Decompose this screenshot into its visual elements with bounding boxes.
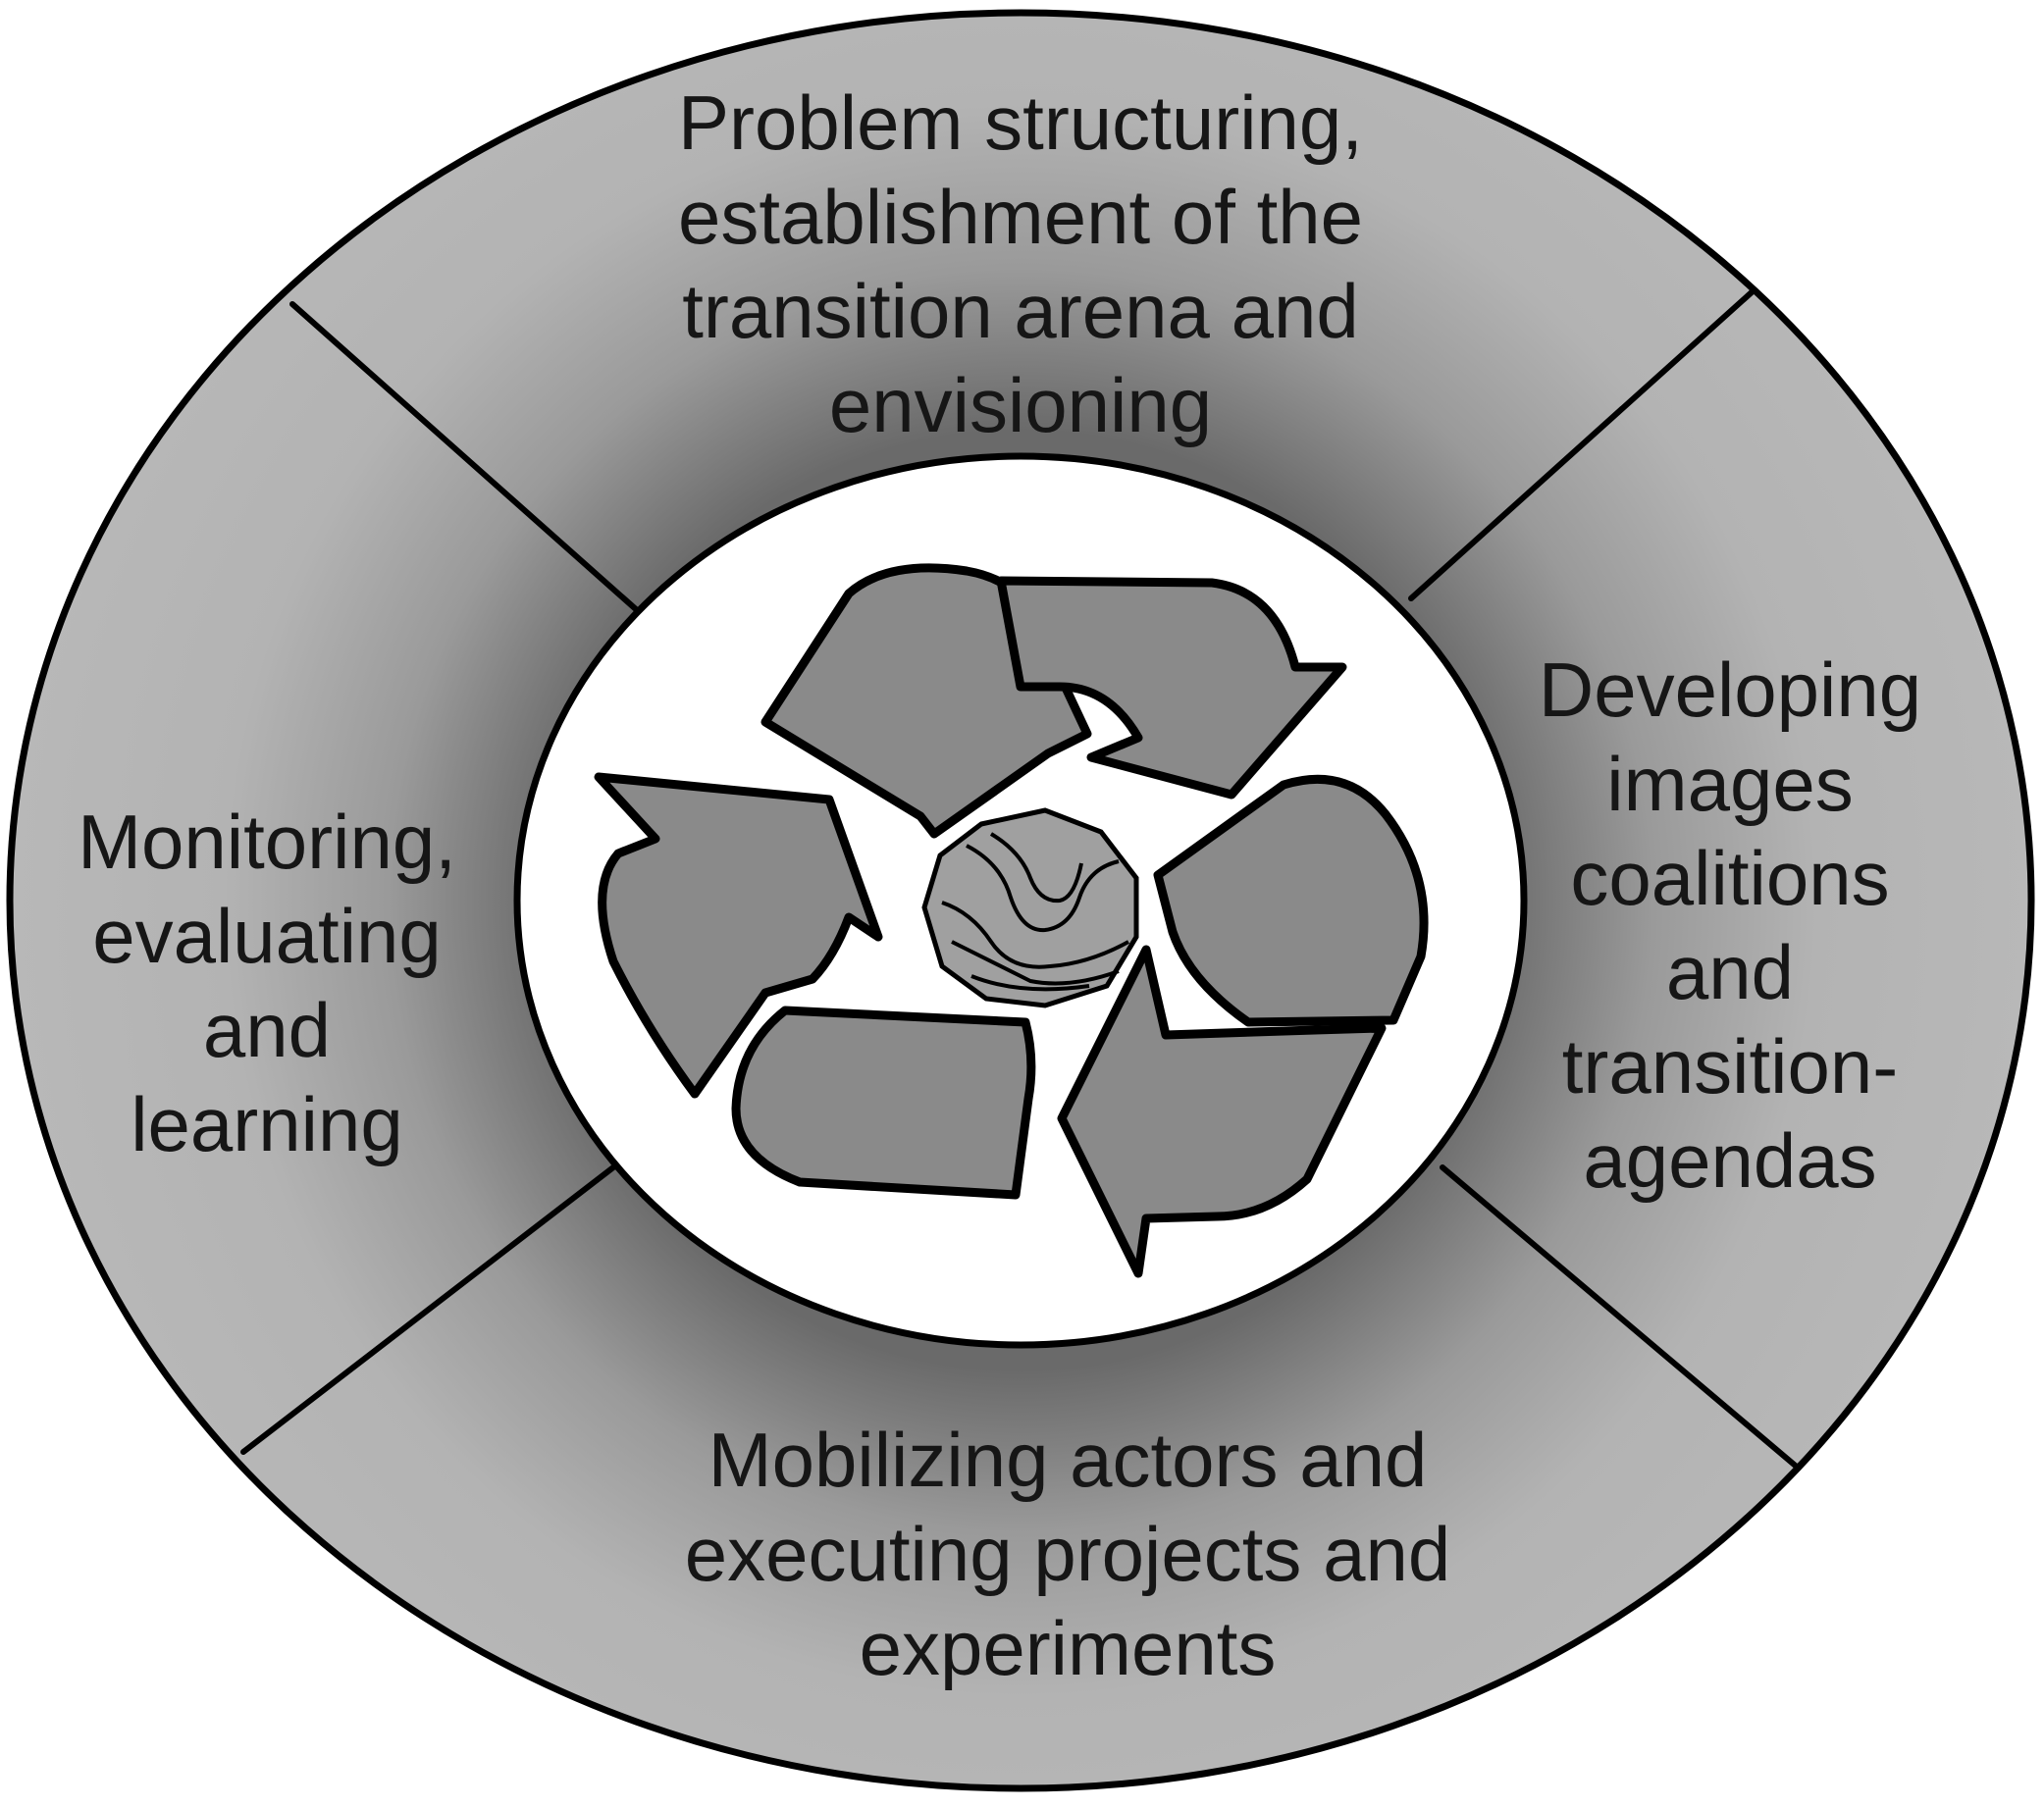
segment-top-line-2: establishment of the — [678, 174, 1363, 260]
segment-bottom-line-1: Mobilizing actors and — [708, 1417, 1428, 1503]
globe-continents — [941, 832, 1129, 992]
segment-top-label: Problem structuring, establishment of th… — [678, 79, 1363, 448]
segment-left-line-4: learning — [131, 1081, 403, 1167]
globe-icon — [921, 807, 1139, 1008]
segment-bottom-label: Mobilizing actors and executing projects… — [685, 1417, 1451, 1691]
segment-right-line-3: coalitions — [1570, 835, 1889, 921]
divider-top-right — [1408, 289, 1755, 601]
segment-dividers — [240, 289, 1801, 1471]
recycle-arrow-right — [1153, 774, 1429, 1027]
globe-outline — [921, 807, 1139, 1008]
recycle-arrow-bottom-left — [731, 1006, 1036, 1200]
segment-right-line-5: transition- — [1562, 1023, 1898, 1110]
segment-bottom-line-2: executing projects and — [685, 1511, 1451, 1597]
segment-top-line-4: envisioning — [829, 362, 1212, 448]
segment-left-label: Monitoring, evaluating and learning — [78, 799, 456, 1167]
recycle-arrows-icon — [594, 563, 1429, 1278]
recycle-arrow-bottom-right — [1057, 945, 1387, 1278]
segment-left-line-2: evaluating — [92, 893, 442, 979]
divider-top-left — [289, 301, 639, 612]
segment-top-line-3: transition arena and — [682, 268, 1358, 354]
segment-right-label: Developing images coalitions and transit… — [1539, 646, 1921, 1204]
segment-right-line-1: Developing — [1539, 646, 1921, 733]
segment-top-line-1: Problem structuring, — [678, 79, 1363, 166]
segment-right-line-2: images — [1606, 741, 1853, 827]
segment-left-line-3: and — [203, 987, 331, 1073]
recycle-arrow-top-right — [996, 576, 1347, 800]
segment-left-line-1: Monitoring, — [78, 799, 456, 885]
divider-bottom-left — [240, 1164, 616, 1455]
segment-right-line-6: agendas — [1583, 1117, 1876, 1204]
segment-bottom-line-3: experiments — [860, 1605, 1277, 1691]
recycle-arrow-left — [594, 772, 883, 1099]
divider-bottom-right — [1440, 1164, 1801, 1471]
segment-right-line-4: and — [1666, 929, 1794, 1015]
